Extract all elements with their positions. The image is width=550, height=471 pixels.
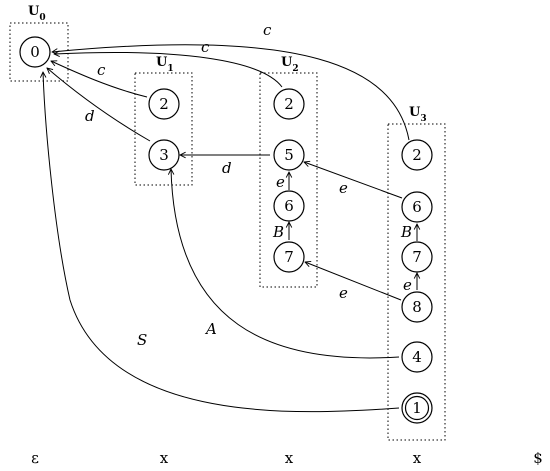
svg-text:7: 7	[284, 248, 294, 266]
node-u3-4: 4	[401, 341, 433, 373]
edge-label-b-u3-7: B	[400, 223, 412, 241]
edge-c-u2-2-to-0	[54, 52, 283, 88]
group-box-u2	[259, 72, 318, 288]
edge-s-1-to-0	[43, 72, 400, 413]
node-u3-7: 7	[401, 241, 433, 273]
edge-label-b-7: B	[272, 223, 284, 241]
token-x-1: x	[160, 449, 169, 467]
svg-text:8: 8	[412, 298, 422, 316]
svg-text:2: 2	[159, 95, 169, 113]
edge-c-u1-2-to-0	[51, 61, 148, 98]
edge-label-e-6: e	[276, 173, 285, 191]
token-epsilon: ε	[31, 449, 39, 467]
svg-text:2: 2	[284, 95, 294, 113]
edge-d-3-to-0	[47, 68, 151, 142]
group-label-u1: U1	[156, 55, 174, 74]
svg-text:0: 0	[30, 43, 40, 61]
svg-text:6: 6	[412, 198, 422, 216]
edge-a-4-to-3	[171, 169, 400, 359]
svg-text:2: 2	[412, 146, 422, 164]
edge-c-u3-2-to-0	[52, 44, 410, 141]
group-label-u2: U2	[281, 55, 299, 74]
node-u2-5: 5	[273, 139, 305, 171]
edge-label-a: A	[204, 320, 217, 338]
node-u3-2: 2	[401, 139, 433, 171]
group-box-u0	[9, 22, 69, 82]
svg-text:1: 1	[412, 399, 422, 417]
edge-label-e-8: e	[339, 284, 348, 302]
svg-text:7: 7	[412, 248, 422, 266]
edge-label-d-3: d	[85, 107, 95, 125]
edge-label-s: S	[137, 331, 147, 349]
edge-label-c-u3: c	[263, 21, 272, 39]
token-x-2: x	[285, 449, 294, 467]
group-label-u0: U0	[28, 4, 46, 23]
edge-label-c-u1: c	[97, 61, 106, 79]
edge-label-e-u3-6: e	[339, 179, 348, 197]
token-end: $	[533, 449, 543, 467]
node-u3-6: 6	[401, 191, 433, 223]
edge-label-d-5: d	[222, 159, 232, 177]
edge-label-e-u3-8: e	[403, 276, 412, 294]
svg-text:6: 6	[284, 197, 294, 215]
group-box-u3	[387, 123, 446, 441]
node-u1-3: 3	[148, 139, 180, 171]
svg-text:4: 4	[412, 348, 422, 366]
svg-text:3: 3	[159, 146, 169, 164]
svg-text:5: 5	[284, 146, 294, 164]
edge-label-c-u2: c	[201, 38, 210, 56]
node-u3-8: 8	[401, 291, 433, 323]
edge-e-u3-6-to-5	[304, 162, 403, 199]
token-x-3: x	[413, 449, 422, 467]
node-u0-0: 0	[19, 36, 51, 68]
node-u2-7: 7	[273, 241, 305, 273]
node-u2-2: 2	[273, 88, 305, 120]
node-u2-6: 6	[273, 190, 305, 222]
edge-e-8-to-7	[305, 262, 402, 301]
node-u3-1-accepting: 1	[401, 392, 433, 424]
group-label-u3: U3	[409, 105, 427, 124]
node-u1-2: 2	[148, 88, 180, 120]
group-box-u1	[134, 72, 193, 186]
